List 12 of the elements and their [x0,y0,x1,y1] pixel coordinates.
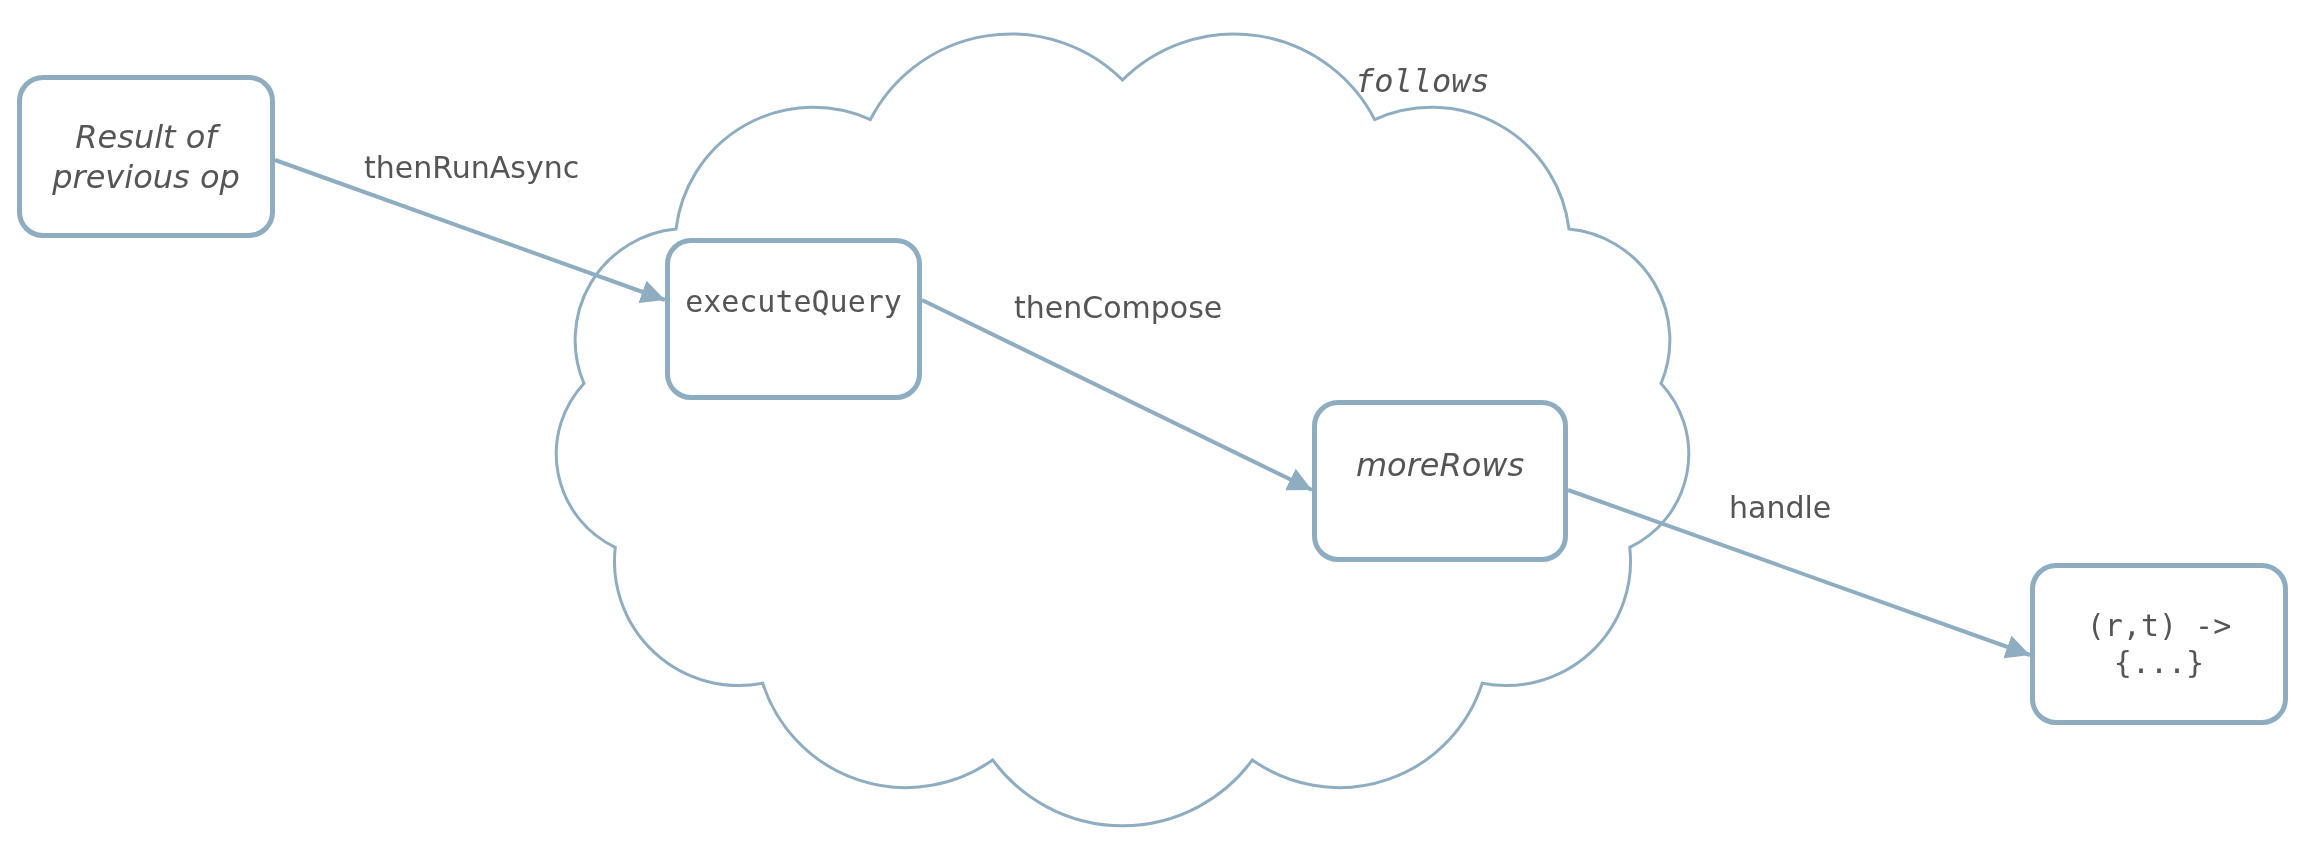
arrow [921,298,1313,492]
rounded-box [17,75,275,238]
rounded-box [1312,400,1568,562]
cloud-label: follows [1355,62,1490,100]
node-label: (r,t) -> {...} [2085,606,2233,682]
node-label: executeQuery [685,283,902,321]
arrow [274,158,666,304]
arrow [1567,488,2031,659]
rounded-box [2030,563,2288,725]
node-label: moreRows [1355,445,1525,485]
node-label: Result of previous op [51,116,241,197]
rounded-box [665,238,922,400]
